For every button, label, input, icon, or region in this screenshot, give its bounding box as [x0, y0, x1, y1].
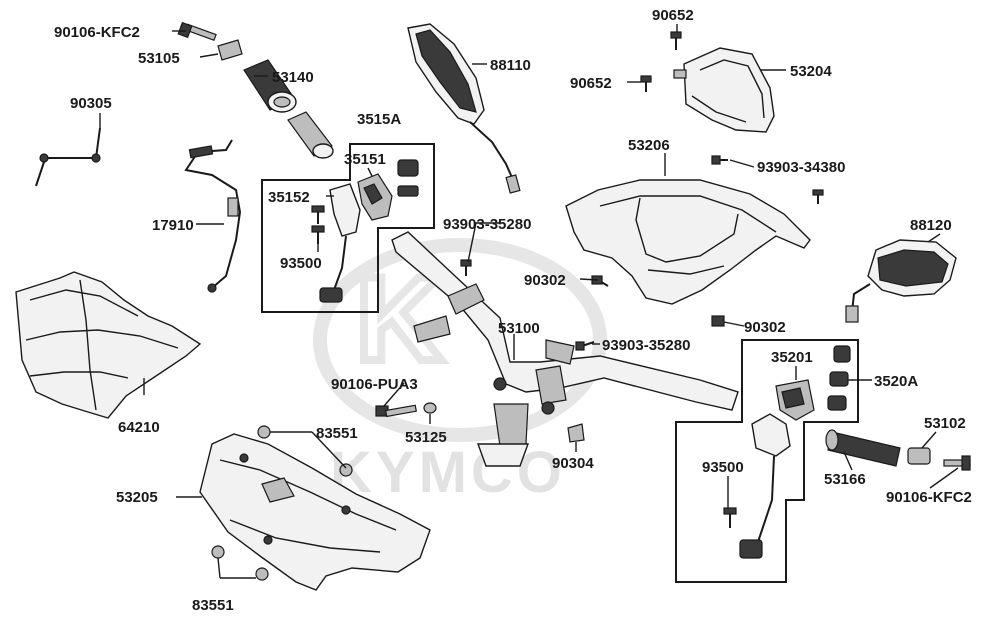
switch-housing-35201: [775, 379, 815, 421]
screw-90302-lower: [711, 315, 725, 327]
handlebar-53100: [391, 231, 739, 467]
label-53100: 53100: [498, 320, 540, 337]
end-weight-53102: [907, 447, 931, 465]
washer-90304: [567, 423, 585, 443]
label-64210: 64210: [118, 419, 160, 436]
label-88110: 88110: [490, 57, 531, 74]
label-53205: 53205: [116, 489, 158, 506]
label-35151: 35151: [344, 151, 386, 168]
label-93903-34380: 93903-34380: [757, 159, 845, 176]
label-90305: 90305: [70, 95, 112, 112]
end-weight-53105: [217, 39, 243, 61]
label-3515a: 3515A: [357, 111, 401, 128]
mirror-88110: [407, 23, 521, 194]
screw-93500-right: [723, 507, 737, 528]
band-90305: [35, 127, 101, 187]
switch-knobs-3520a: [827, 345, 851, 411]
label-53206: 53206: [628, 137, 670, 154]
handle-cover-rear-53205: [199, 433, 431, 591]
grip-53140: [243, 59, 297, 113]
switch-housing-35152: [319, 183, 361, 303]
label-88120: 88120: [910, 217, 952, 234]
group-box-3515a: [261, 143, 435, 313]
label-53166: 53166: [824, 471, 866, 488]
screws-90652: [640, 31, 682, 92]
label-53105: 53105: [138, 50, 180, 67]
label-90302-a: 90302: [524, 272, 566, 289]
group-box-3520a: [675, 339, 859, 583]
label-90106-pua3: 90106-PUA3: [331, 376, 418, 393]
label-93500-b: 93500: [702, 459, 744, 476]
screw-93903-34380: [711, 155, 824, 204]
label-93903-35280-b: 93903-35280: [602, 337, 690, 354]
meter-cover-53204: [673, 47, 775, 133]
screw-93903-35280-upper: [460, 259, 472, 276]
label-3520a: 3520A: [874, 373, 918, 390]
grommet-83551-lower: [211, 545, 269, 581]
nut-53125: [423, 402, 437, 414]
label-83551-b: 83551: [192, 597, 234, 614]
label-90106-kfc2-top: 90106-KFC2: [54, 24, 140, 41]
throttle-cable-17910: [184, 139, 242, 293]
throttle-tube-53140: [287, 111, 334, 159]
switch-housing-35151: [357, 173, 393, 221]
screw-90106-kfc2-bottom: [943, 455, 971, 471]
label-53125: 53125: [405, 429, 447, 446]
label-53140: 53140: [272, 69, 314, 86]
label-17910: 17910: [152, 217, 194, 234]
leader-lines: [99, 24, 959, 579]
windshield-64210: [15, 271, 202, 419]
label-93903-35280-a: 93903-35280: [443, 216, 531, 233]
bolt-90106-pua3: [375, 404, 417, 418]
label-35152: 35152: [268, 189, 310, 206]
screw-90302-upper: [591, 275, 609, 287]
label-90106-kfc2-bottom: 90106-KFC2: [886, 489, 972, 506]
part-labels: 90106-KFC2 53105 53140 90305 17910 88110…: [54, 7, 972, 614]
switch-knob-35151: [397, 159, 419, 197]
grommet-83551-upper: [257, 425, 353, 477]
label-90652-a: 90652: [652, 7, 694, 24]
screw-93500-left: [311, 205, 325, 244]
screw-90106-kfc2-top: [177, 21, 217, 42]
label-90304: 90304: [552, 455, 594, 472]
handle-cover-front-53206: [565, 179, 811, 305]
watermark-brand: KYMCO: [330, 440, 566, 505]
label-93500-a: 93500: [280, 255, 322, 272]
screw-93903-35280-lower: [575, 341, 595, 351]
label-53204: 53204: [790, 63, 832, 80]
label-90302-b: 90302: [744, 319, 786, 336]
label-83551-a: 83551: [316, 425, 358, 442]
label-53102: 53102: [924, 415, 966, 432]
mirror-88120: [845, 239, 957, 323]
label-35201: 35201: [771, 349, 813, 366]
label-90652-b: 90652: [570, 75, 612, 92]
grip-53166: [825, 429, 901, 467]
switch-housing-3520a-lower: [739, 413, 791, 559]
